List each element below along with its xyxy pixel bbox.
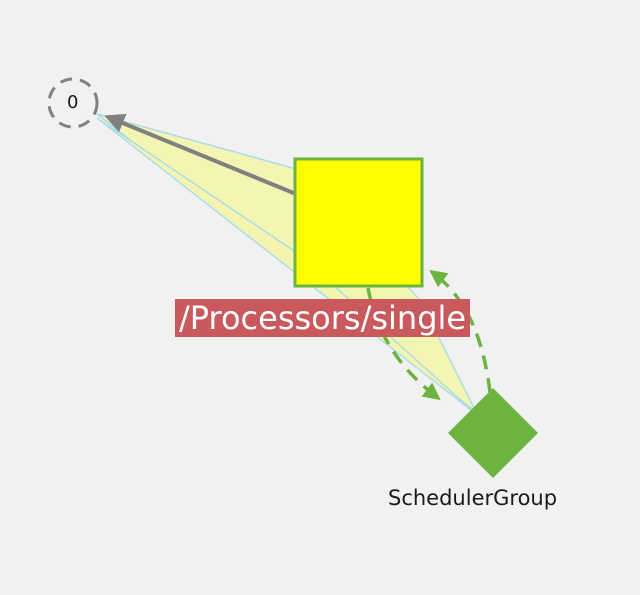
scheduler-group-label: SchedulerGroup — [388, 486, 558, 510]
processor-node[interactable] — [293, 157, 424, 288]
anchor-node-label: 0 — [67, 92, 79, 113]
processor-node-label: /Processors/single — [175, 299, 471, 337]
edge-processor-to-group — [366, 287, 441, 401]
anchor-node[interactable] — [47, 77, 99, 129]
edge-group-to-processor — [429, 269, 492, 393]
scheduler-group-node[interactable] — [448, 388, 538, 478]
edge-processor-to-anchor — [104, 113, 297, 196]
